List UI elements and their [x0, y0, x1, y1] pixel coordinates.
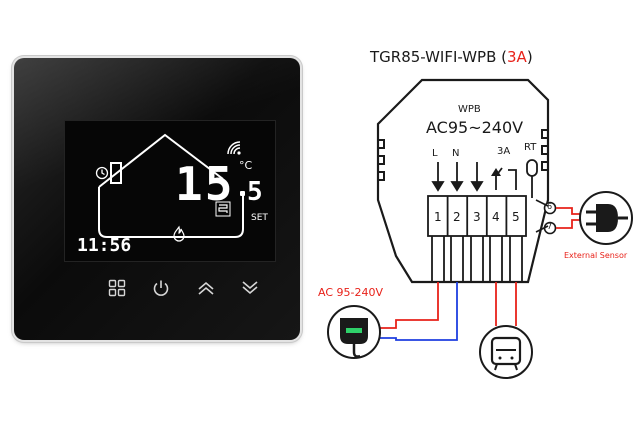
- external-sensor-label: External Sensor: [564, 251, 628, 260]
- label-l: L: [432, 148, 438, 159]
- power-icon: [153, 280, 169, 296]
- title-highlight: 3A: [507, 48, 527, 66]
- module-voltage: AC95~240V: [426, 118, 524, 137]
- flame-icon: [173, 225, 185, 242]
- terminal-1: 1: [434, 210, 442, 224]
- label-n: N: [452, 148, 460, 159]
- power-button[interactable]: [152, 279, 170, 297]
- terminal-2: 2: [453, 210, 461, 224]
- label-3a: 3A: [497, 146, 511, 157]
- house-outline-icon: [98, 133, 244, 238]
- sensor-pin-7: 7: [547, 222, 553, 231]
- terminal-3: 3: [473, 210, 481, 224]
- module-ridges: [378, 129, 548, 181]
- ac-neutral-wire: [378, 282, 458, 341]
- temperature-unit: °C: [239, 159, 253, 172]
- temperature-fraction: 5: [247, 177, 263, 207]
- timer-icon: [95, 166, 109, 180]
- clock-display: 11:56: [77, 235, 132, 256]
- title-prefix: TGR85-WIFI-WPB (: [370, 48, 507, 66]
- module-name: WPB: [458, 104, 481, 115]
- grid-icon: [108, 279, 126, 297]
- chevron-down-icon: [242, 281, 258, 295]
- label-rt: RT: [524, 142, 537, 153]
- terminal-arrows: [431, 162, 484, 192]
- relay-switch-icon: [491, 167, 517, 190]
- terminal-legs: [431, 236, 523, 282]
- ac-live-wire: [378, 282, 439, 329]
- external-sensor-plug-icon: [579, 191, 633, 245]
- floor-heating-icon: [215, 201, 231, 217]
- terminal-4: 4: [492, 210, 500, 224]
- down-button[interactable]: [240, 279, 260, 297]
- rt-sensor-probe: [526, 159, 538, 198]
- terminal-block: [427, 195, 527, 237]
- menu-button[interactable]: [108, 279, 126, 297]
- terminal-5: 5: [512, 210, 520, 224]
- sensor-wires: [556, 207, 580, 229]
- boiler-icon: [479, 325, 533, 379]
- chevron-up-icon: [198, 281, 214, 295]
- wifi-icon: [227, 141, 241, 155]
- ac-voltage-label: AC 95-240V: [318, 286, 383, 299]
- temperature-decimal-point: [240, 191, 245, 196]
- set-label: SET: [251, 213, 268, 223]
- sensor-pins: [535, 199, 557, 235]
- up-button[interactable]: [196, 279, 216, 297]
- lcd-display: 15 5 °C SET 11:56: [64, 120, 276, 262]
- title-suffix: ): [526, 48, 533, 66]
- sensor-pin-6: 6: [547, 202, 553, 211]
- diagram-title: TGR85-WIFI-WPB (3A): [370, 48, 533, 66]
- temperature-main: 15: [175, 157, 235, 211]
- ac-plug-icon: [327, 305, 381, 359]
